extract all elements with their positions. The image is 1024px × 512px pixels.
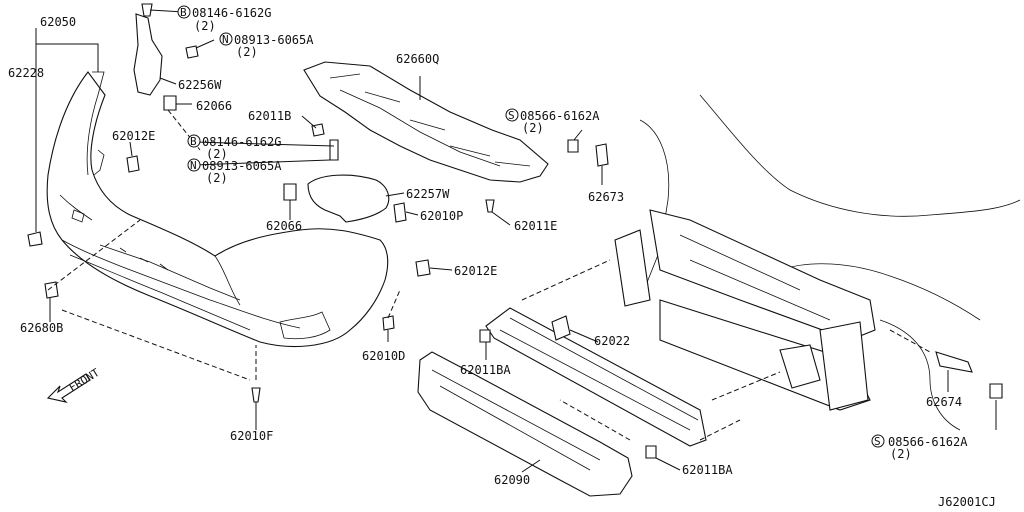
clip-62011E: [485, 199, 495, 213]
reinforcement-62022: [485, 307, 707, 447]
clip-62228: [27, 231, 43, 247]
clip-62010P: [393, 202, 407, 223]
fastener-code: 08146-6162G: [202, 135, 281, 149]
fastener-prefix: N: [190, 159, 197, 172]
callout-62010D: 62010D: [362, 349, 405, 363]
fastener-code: 08913-6065A: [202, 159, 282, 173]
callout-62660Q: 62660Q: [396, 52, 439, 66]
fastener-prefix: N: [222, 33, 229, 46]
callout-62680B: 62680B: [20, 321, 63, 335]
fastener-prefix: B: [180, 6, 187, 19]
fastener-code: 08913-6065A: [234, 33, 314, 47]
callout-62011B: 62011B: [248, 109, 291, 123]
screw-62674: [989, 383, 1003, 399]
fastener-s2: S 08566-6162A (2): [871, 434, 968, 461]
callout-62022: 62022: [594, 334, 630, 348]
core-support: [614, 94, 1021, 431]
front-label: FRONT: [67, 366, 102, 395]
nut-left: [185, 45, 199, 59]
clip-62012E-b: [415, 259, 431, 277]
bracket-reinf: [551, 315, 571, 341]
fastener-code: 08566-6162A: [520, 109, 600, 123]
bracket-62673: [595, 143, 609, 167]
callout-62011E: 62011E: [514, 219, 557, 233]
fastener-qty: (2): [522, 121, 544, 135]
callout-62050: 62050: [40, 15, 76, 29]
circle-marker: [505, 108, 519, 122]
fastener-prefix: S: [874, 435, 881, 448]
circle-marker: [187, 134, 201, 148]
bolt-62011BA-b: [645, 445, 657, 459]
callout-62090: 62090: [494, 473, 530, 487]
callout-62256W: 62256W: [178, 78, 222, 92]
callout-62010P: 62010P: [420, 209, 463, 223]
fastener-s1: S 08566-6162A (2): [505, 108, 600, 135]
bracket-62674: [935, 351, 973, 373]
circle-marker: [871, 434, 885, 448]
clip-62010D: [382, 315, 395, 331]
fastener-n2: N 08913-6065A (2): [187, 158, 282, 185]
fastener-qty: (2): [206, 147, 228, 161]
absorber-62090: [417, 351, 633, 497]
bolt-62010F: [251, 387, 261, 403]
callout-62066-b: 62066: [266, 219, 302, 233]
callout-62257W: 62257W: [406, 187, 450, 201]
bracket-62257W: [307, 174, 390, 223]
fastener-qty: (2): [890, 447, 912, 461]
clip-62680B: [44, 281, 59, 299]
callout-62674: 62674: [926, 395, 962, 409]
fastener-code: 08146-6162G: [192, 6, 271, 20]
circle-marker: [177, 5, 191, 19]
pad-62066-b: [283, 183, 297, 201]
circle-marker: [219, 32, 233, 46]
callout-62011BA-b: 62011BA: [682, 463, 733, 477]
clip-62012E-a: [126, 155, 140, 173]
fastener-prefix: B: [190, 135, 197, 148]
fastener-qty: (2): [194, 19, 216, 33]
screw-left-top: [141, 3, 153, 17]
fastener-b2: B 08146-6162G (2): [187, 134, 281, 161]
fastener-qty: (2): [236, 45, 258, 59]
diagram-code: J62001CJ: [938, 495, 996, 509]
callout-62012E-b: 62012E: [454, 264, 497, 278]
leader-lines: [35, 9, 997, 473]
pad-62066-a: [163, 95, 177, 111]
callout-62012E-a: 62012E: [112, 129, 155, 143]
callout-62011BA-a: 62011BA: [460, 363, 511, 377]
fastener-qty: (2): [206, 171, 228, 185]
callout-62066-a: 62066: [196, 99, 232, 113]
bumper-fascia: [46, 71, 389, 347]
callout-62010F: 62010F: [230, 429, 273, 443]
circle-marker: [187, 158, 201, 172]
callout-62228: 62228: [8, 66, 44, 80]
fastener-code: 08566-6162A: [888, 435, 968, 449]
alignment-lines: [47, 109, 931, 441]
fastener-b1: B 08146-6162G (2): [177, 5, 271, 33]
fastener-n1: N 08913-6065A (2): [219, 32, 314, 59]
bracket-62256W: [133, 13, 163, 96]
screw-62673: [567, 139, 579, 153]
bolt-62011BA-a: [479, 329, 491, 343]
callout-62673: 62673: [588, 190, 624, 204]
fastener-prefix: S: [508, 109, 515, 122]
bolt-center: [329, 139, 339, 161]
front-arrow: FRONT: [46, 366, 102, 403]
